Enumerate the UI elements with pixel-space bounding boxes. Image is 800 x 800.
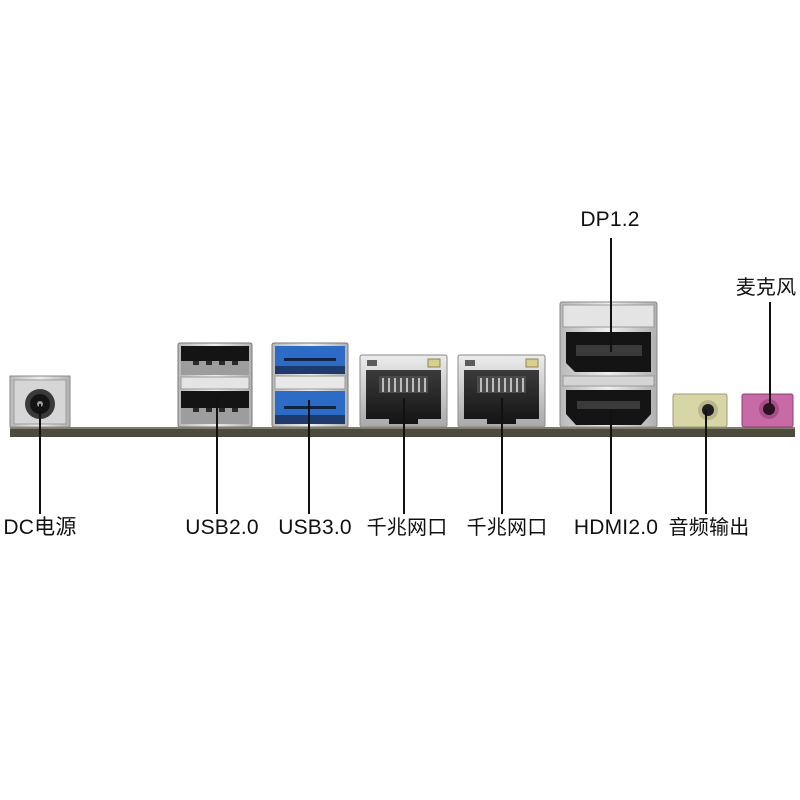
usb2-top-tongue	[181, 346, 249, 361]
lan-pin-area	[379, 376, 428, 393]
usb2-top-contact	[219, 361, 225, 365]
label-mic: 麦克风	[735, 277, 797, 299]
usb2-top-contact	[206, 361, 212, 365]
lan-pins	[480, 378, 524, 392]
label-usb3: USB3.0	[278, 516, 352, 539]
dp-hdmi-divider	[562, 375, 655, 387]
lan-pins	[382, 378, 426, 392]
pcb-edge-highlight	[10, 427, 795, 429]
mic-jack	[741, 393, 794, 428]
usb2-bottom-contact	[193, 408, 199, 412]
dp-tongue	[576, 345, 642, 356]
usb3-divider	[274, 375, 346, 390]
label-audio-out: 音频输出	[668, 517, 750, 539]
lan-port-2	[457, 354, 546, 428]
mic-hole	[763, 403, 775, 415]
usb2-divider	[180, 376, 250, 390]
label-dp: DP1.2	[580, 208, 640, 231]
pcb-edge	[10, 427, 795, 437]
dp-hdmi-stack	[559, 301, 658, 428]
usb3-top-tongue	[275, 346, 345, 366]
usb2-bottom-contact	[206, 408, 212, 412]
lan-led-right	[525, 358, 539, 368]
label-lan-1: 千兆网口	[366, 517, 448, 539]
audio-out-hole	[702, 404, 714, 416]
usb2-top-contact	[193, 361, 199, 365]
lan-led-left	[465, 360, 475, 366]
hdmi-tongue	[577, 401, 640, 409]
usb2-bottom-tongue	[181, 391, 249, 408]
lan-pin-area	[477, 376, 526, 393]
audio-out-jack	[672, 393, 728, 428]
label-lan-2: 千兆网口	[466, 517, 548, 539]
label-usb2: USB2.0	[185, 516, 259, 539]
label-hdmi: HDMI2.0	[573, 516, 659, 539]
lan-led-right	[427, 358, 441, 368]
lan-port-1	[359, 354, 448, 428]
usb2-bottom-contact	[232, 408, 238, 412]
label-dc-power: DC电源	[3, 516, 77, 539]
usb2-port-stack	[177, 342, 253, 428]
lan-led-left	[367, 360, 377, 366]
usb2-bottom-contact	[219, 408, 225, 412]
usb3-top-contacts	[284, 358, 336, 361]
usb2-top-contact	[232, 361, 238, 365]
leader-lines	[39, 238, 771, 514]
dp-flange	[562, 304, 655, 328]
